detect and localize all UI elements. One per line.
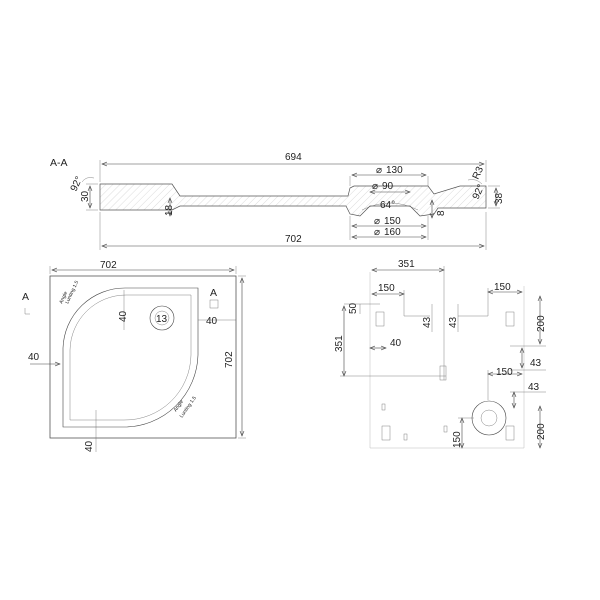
dim-43-d: 43 bbox=[528, 382, 540, 393]
dim-40-inner: 40 bbox=[118, 310, 129, 322]
dim-90-symbol: ⌀ bbox=[372, 181, 378, 192]
dim-702-section: 702 bbox=[285, 234, 302, 245]
dim-694: 694 bbox=[285, 152, 302, 163]
section-marker-left-arrow bbox=[24, 308, 30, 315]
section-marker-right-box bbox=[209, 299, 219, 309]
dim-702-height: 702 bbox=[224, 351, 235, 368]
dim-angle-left: 92° bbox=[69, 175, 85, 193]
dim-150-mid: 150 bbox=[496, 367, 513, 378]
dim-18: 18 bbox=[164, 204, 175, 216]
foot bbox=[505, 311, 515, 327]
dim-38: 38 bbox=[494, 192, 505, 204]
dim-40-left: 40 bbox=[28, 352, 40, 363]
section-marker-left: A bbox=[22, 291, 29, 303]
dim-702-width: 702 bbox=[100, 260, 117, 271]
dim-43-c: 43 bbox=[530, 358, 542, 369]
dim-90: 90 bbox=[382, 181, 394, 192]
dim-40-right: 40 bbox=[206, 316, 218, 327]
dim-43-a: 43 bbox=[422, 316, 433, 328]
top-view: 13 702 702 40 40 40 40 A A Angle Lunting… bbox=[22, 260, 246, 452]
dim-40-bottom: 40 bbox=[84, 440, 95, 452]
dim-150-top-right: 150 bbox=[494, 282, 511, 293]
dim-160-symbol: ⌀ bbox=[374, 227, 380, 238]
dim-150-symbol: ⌀ bbox=[374, 216, 380, 227]
note-1: Angle bbox=[58, 291, 69, 305]
dim-150-top-left: 150 bbox=[378, 283, 395, 294]
dim-43-b: 43 bbox=[448, 316, 459, 328]
dim-50: 50 bbox=[348, 302, 359, 314]
dim-64deg: 64° bbox=[380, 200, 395, 211]
foot bbox=[375, 311, 385, 327]
dim-130: 130 bbox=[386, 165, 403, 176]
foot bbox=[505, 425, 515, 441]
dim-200-top: 200 bbox=[536, 315, 547, 332]
foot bbox=[439, 365, 447, 381]
drain-outer bbox=[149, 305, 175, 331]
dim-8: 8 bbox=[436, 210, 447, 216]
dim-160: 160 bbox=[384, 227, 401, 238]
dim-40-bottom-view: 40 bbox=[390, 338, 402, 349]
drain-label: 13 bbox=[156, 314, 168, 325]
dim-351-top: 351 bbox=[398, 259, 415, 270]
tray-outline bbox=[49, 275, 237, 439]
tray-basin bbox=[62, 287, 199, 428]
drain-hole-outer bbox=[471, 400, 507, 436]
section-profile bbox=[99, 183, 487, 217]
dim-150-hole: 150 bbox=[384, 216, 401, 227]
dim-200-bottom: 200 bbox=[536, 423, 547, 440]
section-label: A-A bbox=[50, 157, 68, 169]
drain-hole-inner bbox=[480, 409, 498, 427]
dim-351-left: 351 bbox=[334, 335, 345, 352]
drain-inner bbox=[154, 310, 170, 326]
section-marker-right: A bbox=[210, 287, 217, 299]
foot bbox=[381, 425, 391, 441]
dim-150-vertical: 150 bbox=[452, 431, 463, 448]
dim-130-symbol: ⌀ bbox=[376, 165, 382, 176]
bottom-view: 351 150 150 50 43 43 200 351 40 bbox=[334, 259, 547, 448]
dim-30: 30 bbox=[80, 190, 91, 202]
section-view: A-A 694 702 30 92° 18 ⌀ 130 ⌀ 90 64° bbox=[50, 152, 505, 250]
dim-r3: R3 bbox=[471, 165, 487, 182]
